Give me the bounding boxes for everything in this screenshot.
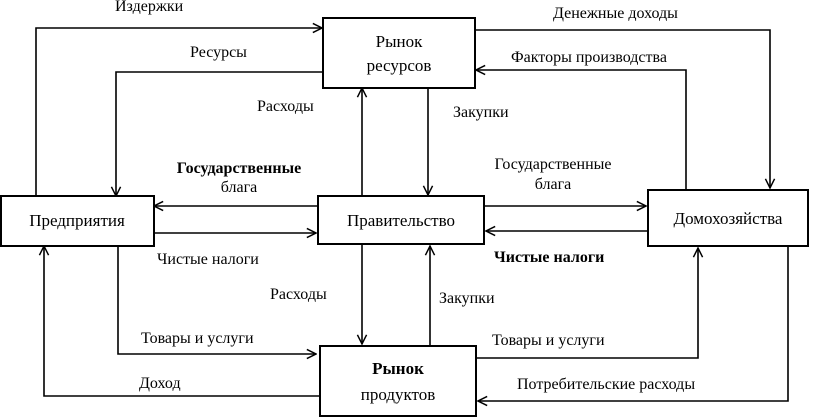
node-households-label: Домохозяйства — [674, 209, 783, 228]
node-enterprises-label: Предприятия — [29, 211, 125, 230]
edge-resources — [116, 71, 322, 196]
label-public-goods-left-line2: блага — [221, 179, 258, 196]
label-money-income: Денежные доходы — [553, 5, 678, 22]
node-government-label: Правительство — [347, 211, 455, 230]
edge-consumer-spending — [478, 246, 789, 401]
node-product-market-line2: продуктов — [361, 385, 436, 404]
label-gov-purchases-top: Закупки — [453, 104, 509, 121]
node-product-market: Рынок продуктов — [319, 345, 477, 417]
label-factors-of-production: Факторы производства — [511, 49, 667, 66]
edge-goods-services-right — [476, 248, 698, 359]
label-goods-services-right: Товары и услуги — [492, 332, 605, 349]
node-resource-market-line1: Рынок — [376, 32, 423, 51]
edge-income — [44, 246, 320, 397]
node-households: Домохозяйства — [647, 189, 809, 247]
node-resource-market: Рынок ресурсов — [322, 17, 476, 89]
edge-goods-services-left — [117, 246, 316, 354]
label-net-taxes-right: Чистые налоги — [494, 249, 604, 266]
label-goods-services-left: Товары и услуги — [141, 330, 254, 347]
label-costs: Издержки — [115, 0, 184, 15]
label-income: Доход — [139, 375, 181, 392]
edge-factors-of-production — [476, 70, 687, 190]
node-enterprises: Предприятия — [0, 195, 155, 247]
label-public-goods-right-line1: Государственные — [495, 156, 612, 173]
edge-costs — [35, 28, 322, 196]
node-resource-market-line2: ресурсов — [367, 56, 432, 75]
label-gov-purchases-bottom: Закупки — [439, 290, 495, 307]
label-public-goods-right-line2: блага — [535, 176, 572, 193]
label-gov-spending-bottom: Расходы — [270, 286, 327, 303]
node-government: Правительство — [317, 195, 485, 245]
node-product-market-line1: Рынок — [372, 359, 424, 378]
label-public-goods-left-line1: Государственные — [177, 160, 301, 177]
label-net-taxes-left: Чистые налоги — [157, 251, 259, 268]
label-consumer-spending: Потребительские расходы — [517, 376, 695, 393]
label-resources: Ресурсы — [190, 44, 247, 61]
label-gov-spending-top: Расходы — [257, 98, 314, 115]
edge-money-income — [474, 29, 770, 188]
